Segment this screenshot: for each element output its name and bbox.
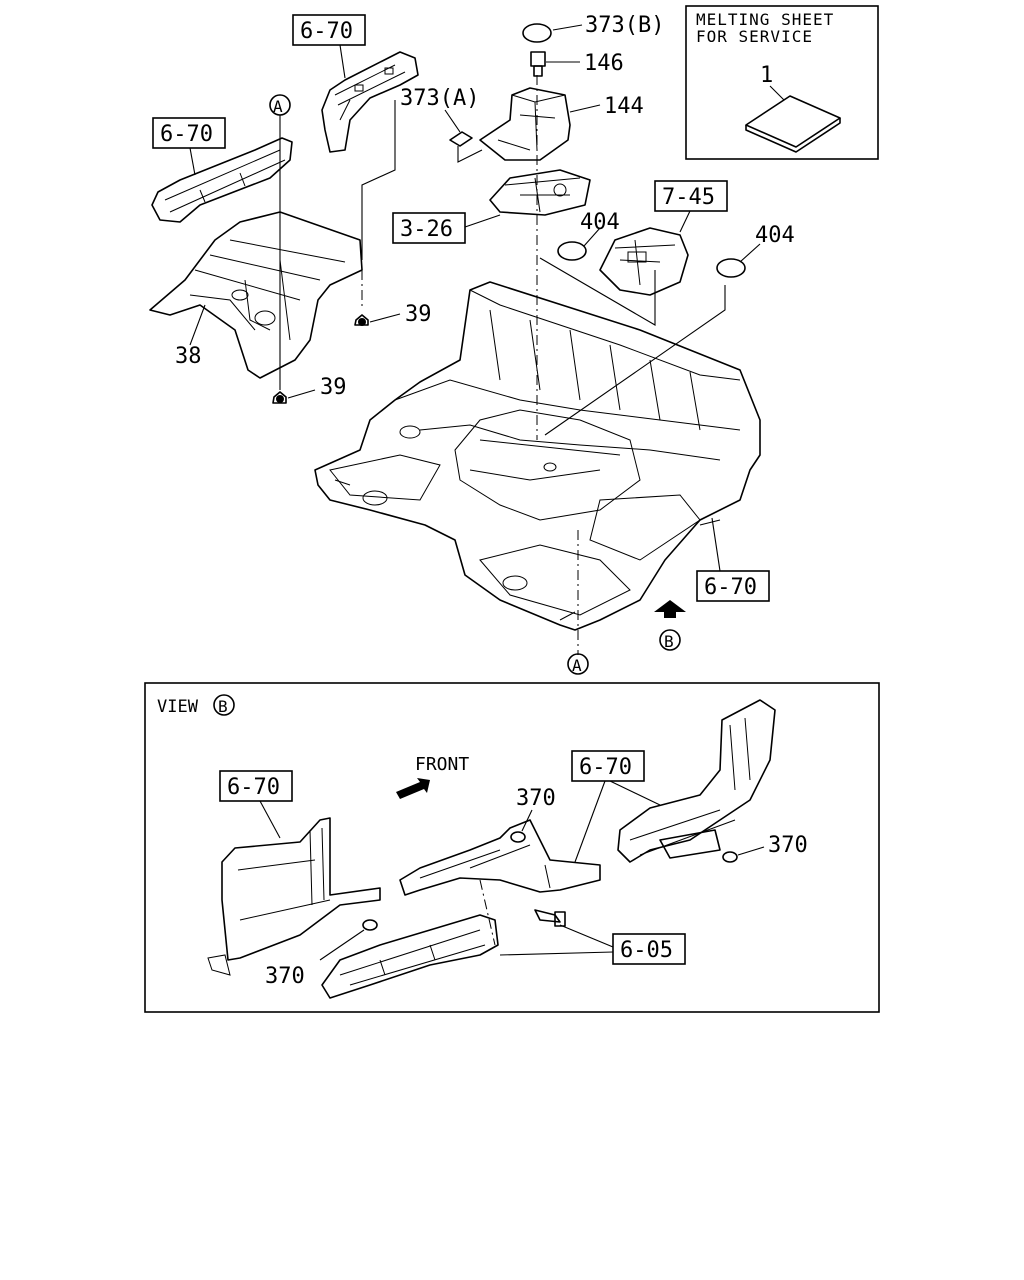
part-label-370-bottom: 370 bbox=[265, 964, 305, 989]
screw-39-lower bbox=[272, 389, 316, 404]
cap-373b bbox=[522, 23, 583, 43]
svg-text:6-70: 6-70 bbox=[704, 575, 757, 600]
left-side-panel-part bbox=[207, 817, 381, 976]
melting-sheet-part bbox=[745, 95, 841, 153]
part-label-144: 144 bbox=[604, 94, 644, 119]
melting-sheet-box: MELTING SHEET FOR SERVICE 1 bbox=[685, 5, 879, 160]
left-rail-part bbox=[151, 137, 293, 223]
bolt-605 bbox=[479, 879, 566, 946]
view-b-title: VIEW bbox=[157, 697, 199, 717]
main-floor-panel bbox=[314, 281, 761, 631]
screw-39-upper bbox=[354, 270, 401, 326]
svg-text:A: A bbox=[273, 97, 283, 116]
svg-text:6-70: 6-70 bbox=[300, 19, 353, 44]
part-label-373a: 373(A) bbox=[400, 86, 479, 111]
plug-404-right bbox=[716, 243, 761, 278]
svg-text:7-45: 7-45 bbox=[662, 185, 715, 210]
floor-console-part bbox=[599, 227, 689, 296]
ref-box-326: 3-26 bbox=[392, 212, 501, 244]
plug-404-left bbox=[557, 227, 601, 261]
middle-rail-part bbox=[399, 819, 601, 896]
part-label-370-right: 370 bbox=[768, 833, 808, 858]
part-label-39-lower: 39 bbox=[320, 375, 347, 400]
part-label-39-upper: 39 bbox=[405, 302, 432, 327]
ref-box-670-floor: 6-70 bbox=[696, 517, 770, 602]
ref-box-670-view-left: 6-70 bbox=[219, 770, 293, 839]
melting-sheet-title-line1: MELTING SHEET bbox=[696, 10, 834, 29]
view-b-marker: B bbox=[218, 697, 228, 716]
part-label-404-right: 404 bbox=[755, 223, 795, 248]
svg-text:6-70: 6-70 bbox=[160, 122, 213, 147]
part-label-404-left: 404 bbox=[580, 210, 620, 235]
front-label: FRONT bbox=[415, 754, 469, 775]
plug-370-top bbox=[510, 809, 533, 843]
lower-side-rail-part bbox=[321, 914, 499, 999]
svg-text:B: B bbox=[664, 632, 674, 651]
svg-text:A: A bbox=[572, 656, 582, 675]
ref-box-670-left: 6-70 bbox=[152, 117, 226, 176]
right-tall-rail-part bbox=[617, 699, 776, 863]
part-label-370-top: 370 bbox=[516, 786, 556, 811]
floor-cover-38 bbox=[149, 211, 363, 379]
view-arrow-b: B bbox=[654, 600, 686, 651]
ref-box-670-top: 6-70 bbox=[292, 14, 366, 79]
svg-text:3-26: 3-26 bbox=[400, 217, 453, 242]
part-label-146: 146 bbox=[584, 51, 624, 76]
plug-370-right bbox=[722, 846, 765, 863]
upper-bracket-part bbox=[321, 51, 419, 153]
console-144 bbox=[479, 87, 601, 161]
melting-sheet-item-number: 1 bbox=[760, 63, 773, 88]
part-label-373b: 373(B) bbox=[585, 13, 664, 38]
svg-text:6-70: 6-70 bbox=[579, 755, 632, 780]
ref-box-605: 6-05 bbox=[499, 924, 686, 965]
ref-box-670-view-right: 6-70 bbox=[571, 750, 661, 863]
clip-373a bbox=[444, 109, 483, 163]
svg-text:6-05: 6-05 bbox=[620, 938, 673, 963]
view-b-panel: VIEW B FRONT 6-70 370 6-70 bbox=[144, 682, 880, 1013]
part-label-38: 38 bbox=[175, 344, 202, 369]
marker-a-bottom: A bbox=[567, 653, 589, 675]
ref-box-745: 7-45 bbox=[654, 180, 728, 233]
marker-a-top: A bbox=[269, 94, 291, 390]
shift-mechanism bbox=[489, 169, 591, 216]
bolt-146 bbox=[530, 51, 580, 77]
plug-370-bottom bbox=[319, 919, 378, 961]
front-arrow-icon bbox=[396, 778, 430, 799]
svg-text:6-70: 6-70 bbox=[227, 775, 280, 800]
melting-sheet-title-line2: FOR SERVICE bbox=[696, 27, 813, 46]
